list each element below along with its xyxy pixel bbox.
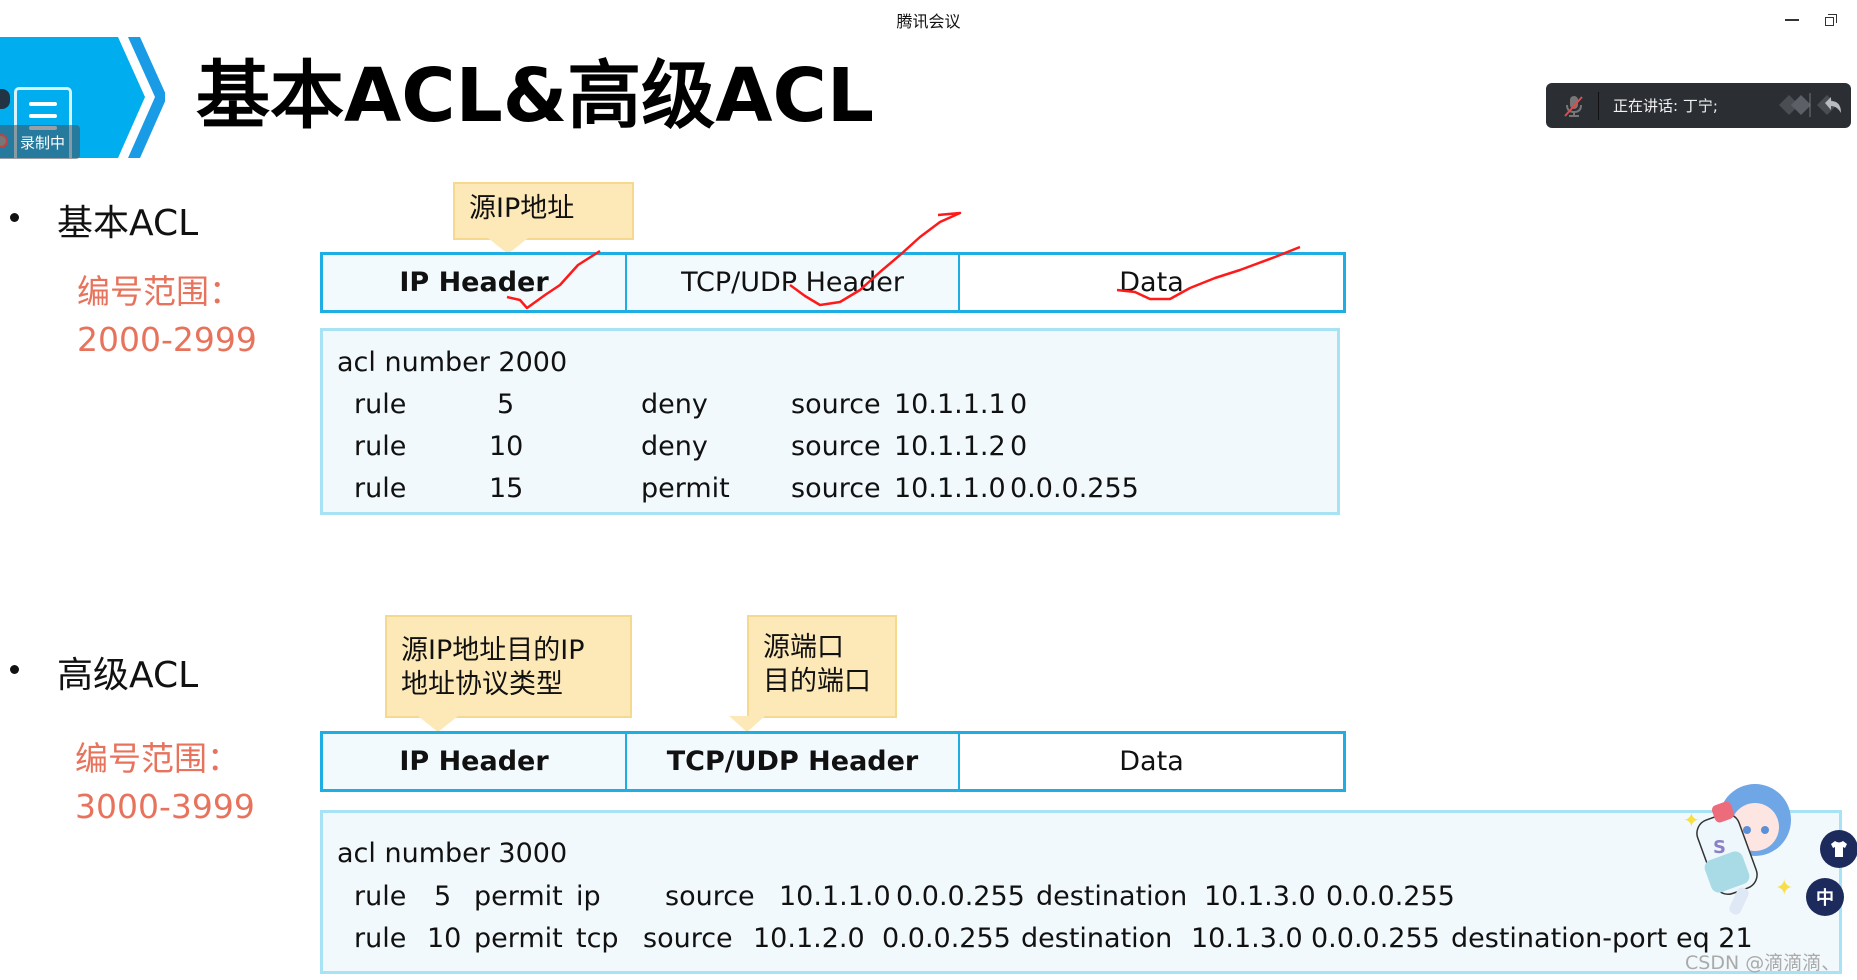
callout-text: 源IP地址目的IP: [401, 635, 585, 666]
callout-text: 地址协议类型: [401, 669, 563, 700]
mic-muted-icon[interactable]: [1564, 94, 1584, 118]
callout-text: 源IP地址: [469, 193, 575, 224]
tcp-udp-header-cell: TCP/UDP Header: [627, 255, 960, 310]
svg-text:✦: ✦: [1683, 808, 1700, 832]
recording-label: 录制中: [20, 133, 66, 152]
range-value: 3000-3999: [75, 787, 255, 826]
advanced-range: 编号范围： 3000-3999: [75, 735, 255, 831]
packet-header-bar-advanced: IP Header TCP/UDP Header Data: [320, 731, 1346, 792]
window-title: 腾讯会议: [896, 12, 961, 31]
svg-text:S: S: [1713, 837, 1726, 858]
ip-header-cell: IP Header: [323, 734, 627, 789]
callout-src-ip: 源IP地址: [453, 182, 634, 240]
chinese-input-icon[interactable]: 中: [1806, 878, 1844, 916]
callout-tail: [418, 716, 458, 732]
acl-rule-row: rule 5 permit ip source 10.1.1.0 0.0.0.2…: [354, 881, 1455, 912]
restore-icon[interactable]: [1818, 8, 1842, 32]
callout-text: 源端口: [763, 632, 844, 663]
callout-ip-fields: 源IP地址目的IP 地址协议类型: [385, 615, 632, 718]
data-cell: Data: [960, 734, 1343, 789]
speaking-text: 正在讲话: 丁宁;: [1613, 97, 1718, 115]
acl-rule-row: rule 10 deny source 10.1.1.2 0: [354, 431, 1028, 462]
minimize-icon[interactable]: [1780, 8, 1804, 32]
page-title: 基本ACL&高级ACL: [196, 53, 874, 139]
basic-acl-heading: 基本ACL: [57, 203, 199, 244]
mascot-sticker[interactable]: S ✦ ✦: [1675, 775, 1805, 925]
ip-header-cell: IP Header: [323, 255, 627, 310]
slide-banner: 录制中: [0, 37, 167, 163]
back-icon[interactable]: [1817, 93, 1843, 117]
advanced-acl-heading: 高级ACL: [57, 655, 199, 696]
acl-config-advanced: acl number 3000 rule 5 permit ip source …: [320, 810, 1842, 974]
range-label: 编号范围：: [75, 739, 240, 778]
callout-tail: [729, 716, 765, 732]
acl-rule-row: rule 10 permit tcp source 10.1.2.0 0.0.0…: [354, 923, 1753, 954]
shirt-icon[interactable]: [1820, 830, 1857, 868]
tcp-udp-header-cell: TCP/UDP Header: [627, 734, 960, 789]
bullet-icon: [10, 213, 19, 222]
callout-text: 目的端口: [763, 666, 871, 697]
recording-badge[interactable]: 录制中: [0, 125, 80, 159]
acl-rule-row: rule 15 permit source 10.1.1.0 0.0.0.255: [354, 473, 1139, 504]
acl-rule-row: rule 5 deny source 10.1.1.1 0: [354, 389, 1028, 420]
divider: [1598, 91, 1599, 120]
speaking-indicator[interactable]: 正在讲话: 丁宁;: [1546, 83, 1851, 128]
camera-indicator-icon: [0, 89, 10, 109]
callout-port-fields: 源端口 目的端口: [747, 615, 897, 718]
basic-range: 编号范围： 2000-2999: [77, 268, 257, 364]
range-label: 编号范围：: [77, 272, 242, 311]
bullet-icon: [10, 665, 19, 674]
acl-title: acl number 3000: [337, 838, 568, 869]
layout-icon[interactable]: [1779, 93, 1813, 117]
data-cell: Data: [960, 255, 1343, 310]
range-value: 2000-2999: [77, 320, 257, 359]
svg-text:✦: ✦: [1775, 876, 1793, 901]
acl-title: acl number 2000: [337, 347, 568, 378]
packet-header-bar-basic: IP Header TCP/UDP Header Data: [320, 252, 1346, 313]
acl-config-basic: acl number 2000 rule 5 deny source 10.1.…: [320, 328, 1340, 515]
watermark: CSDN @滴滴滴、: [1685, 952, 1841, 974]
record-dot-icon: [0, 134, 8, 148]
